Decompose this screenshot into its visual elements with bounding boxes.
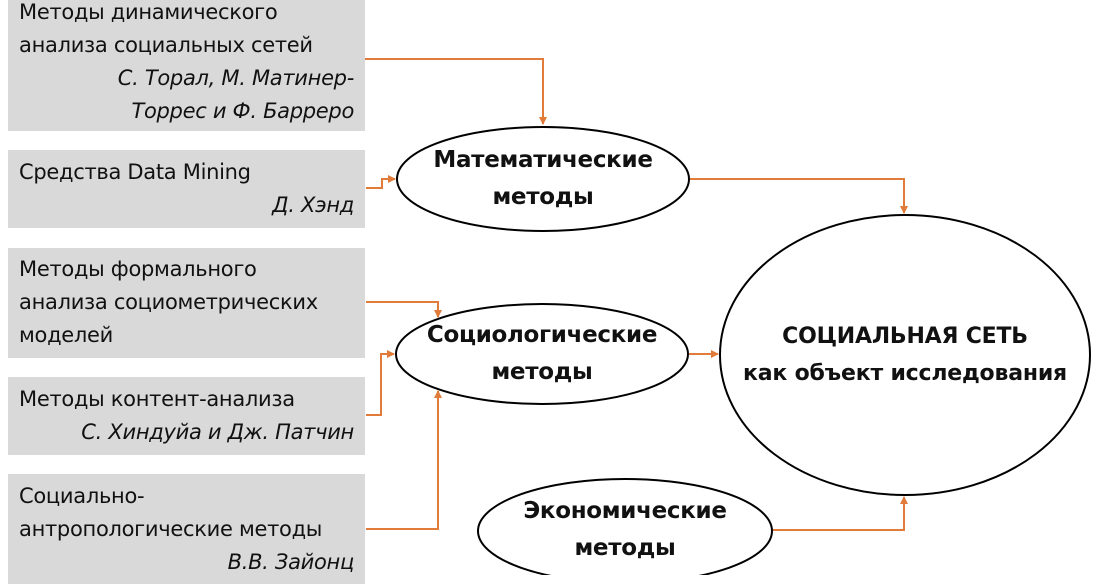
source-box-dynamic-analysis: Методы динамического анализа социальных …	[8, 0, 365, 131]
source-box-content-analysis: Методы контент-анализа С. Хиндуйа и Дж. …	[8, 377, 365, 455]
node-label-line: Экономические	[523, 498, 727, 524]
arrow-econ-to-center	[773, 496, 908, 531]
ellipse-socio-methods	[395, 303, 689, 405]
arrow-datamining-to-math	[366, 175, 396, 189]
source-box-data-mining: Средства Data Mining Д. Хэнд	[8, 150, 365, 228]
node-label-line: методы	[491, 359, 593, 385]
source-title-line: Средства Data Mining	[19, 160, 251, 184]
source-author-line: С. Хиндуйа и Дж. Патчин	[81, 420, 354, 444]
center-subtitle: как объект исследования	[743, 361, 1067, 386]
source-title-line: анализа социометрических	[19, 290, 318, 314]
source-title-line: моделей	[19, 323, 114, 347]
node-econ-methods: Экономические методы	[478, 478, 772, 582]
source-author-line: С. Торал, М. Матинер-	[117, 66, 355, 90]
arrow-sociometric-to-socio	[366, 301, 442, 318]
source-box-sociometric-models: Методы формального анализа социометричес…	[8, 248, 365, 358]
arrow-dynamic-to-math	[365, 58, 547, 125]
source-title-line: Методы динамического	[19, 0, 278, 24]
node-label-line: методы	[492, 184, 594, 210]
source-title-line: анализа социальных сетей	[19, 33, 313, 57]
arrow-anthro-to-socio	[366, 390, 442, 530]
arrow-content-to-socio	[366, 350, 395, 416]
source-title-line: Методы формального	[19, 257, 257, 281]
node-math-methods: Математические методы	[397, 127, 689, 231]
node-label-line: Математические	[433, 147, 653, 173]
node-label-line: методы	[574, 535, 676, 561]
source-author-line: В.В. Зайонц	[227, 550, 355, 574]
ellipse-social-network	[719, 214, 1091, 496]
source-author-line: Д. Хэнд	[272, 193, 354, 217]
ellipse-math-methods	[396, 126, 690, 232]
source-title-line: Социально-	[19, 484, 145, 508]
source-author-line: Торрес и Ф. Баррерo	[131, 99, 354, 123]
node-social-network: СОЦИАЛЬНАЯ СЕТЬ как объект исследования	[720, 215, 1090, 495]
arrow-math-to-center	[690, 178, 908, 214]
source-title-line: антропологические методы	[19, 517, 323, 541]
node-socio-methods: Социологические методы	[396, 304, 688, 404]
source-title-line: Методы контент-анализа	[19, 387, 295, 411]
node-label-line: Социологические	[426, 322, 658, 348]
ellipse-econ-methods	[477, 478, 773, 575]
center-title: СОЦИАЛЬНАЯ СЕТЬ	[782, 324, 1028, 349]
source-box-socio-anthropological: Социально- антропологические методы В.В.…	[8, 474, 365, 584]
